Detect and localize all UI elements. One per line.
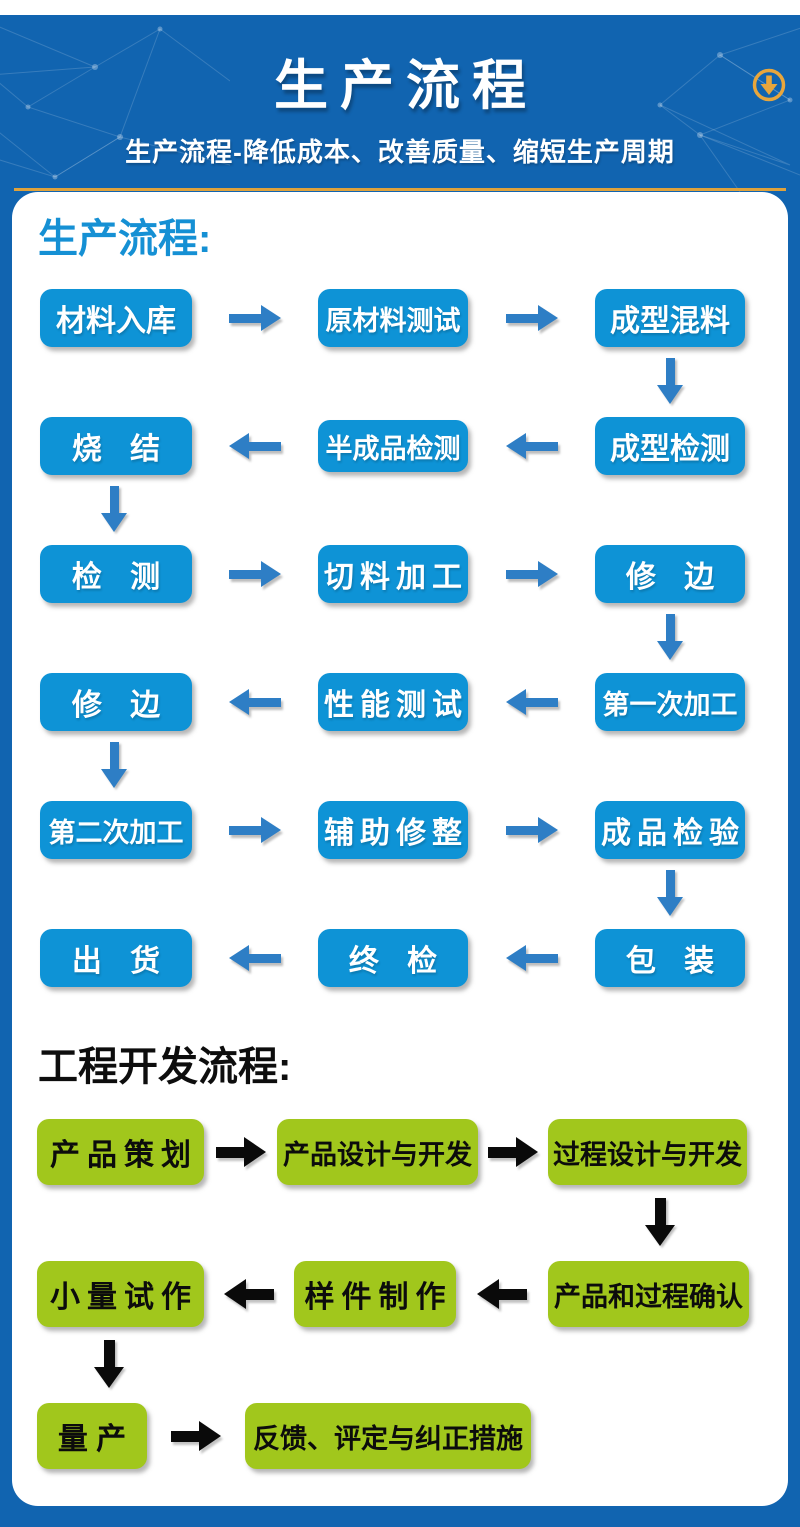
flow-row: 烧 结 半成品检测 成型检测: [40, 416, 788, 476]
flow-step-box: 终 检: [318, 929, 468, 987]
footer-bar: [0, 1506, 800, 1527]
flow-step-box: 辅助修整: [318, 801, 468, 859]
arrow-right-icon: [229, 817, 281, 843]
scroll-down-icon[interactable]: [751, 67, 787, 103]
arrow-left-icon: [224, 1279, 274, 1309]
flow-row: 小量试作 样件制作 产品和过程确认: [37, 1260, 788, 1328]
engineering-flow-heading: 工程开发流程:: [38, 1045, 292, 1089]
flow-step-box: 原材料测试: [318, 289, 468, 347]
arrow-left-icon: [505, 945, 558, 971]
arrow-left-icon: [505, 433, 558, 459]
flow-step-box: 成型检测: [595, 417, 745, 475]
flow-step-box: 第二次加工: [40, 801, 192, 859]
production-flow-heading: 生产流程:: [38, 217, 212, 261]
flow-step-box: 反馈、评定与纠正措施: [245, 1403, 531, 1469]
content-panel: 生产流程: 材料入库 原材料测试 成型混料 烧 结 半成品检测 成型检测 检 测: [12, 192, 788, 1506]
arrow-down-icon: [645, 1198, 675, 1248]
flow-step-box: 性能测试: [318, 673, 468, 731]
flow-row: 修 边 性能测试 第一次加工: [40, 672, 788, 732]
arrow-left-icon: [229, 433, 281, 459]
arrow-down-icon: [101, 486, 127, 534]
flow-connector-row: [12, 358, 788, 406]
arrow-left-icon: [505, 689, 558, 715]
flow-connector-row: [12, 486, 788, 534]
flow-step-box: 出 货: [40, 929, 192, 987]
arrow-down-icon: [94, 1340, 124, 1390]
flow-connector-row: [12, 1340, 788, 1390]
arrow-down-icon: [101, 742, 127, 790]
arrow-down-icon: [657, 614, 683, 662]
arrow-down-icon: [657, 358, 683, 406]
arrow-right-icon: [505, 817, 558, 843]
arrow-right-icon: [505, 305, 558, 331]
flow-step-box: 量 产: [37, 1403, 147, 1469]
flow-step-box: 材料入库: [40, 289, 192, 347]
arrow-right-icon: [488, 1137, 538, 1167]
flow-step-box: 第一次加工: [595, 673, 745, 731]
flow-step-box: 包 装: [595, 929, 745, 987]
flow-connector-row: [12, 870, 788, 918]
flow-step-box: 检 测: [40, 545, 192, 603]
flow-connector-row: [12, 742, 788, 790]
flow-step-box: 产品策划: [37, 1119, 204, 1185]
top-white-strip: [0, 0, 800, 15]
arrow-left-icon: [229, 689, 281, 715]
page-title: 生产流程: [274, 56, 538, 116]
arrow-left-icon: [477, 1279, 527, 1309]
flow-step-box: 产品和过程确认: [548, 1261, 749, 1327]
arrow-right-icon: [171, 1421, 221, 1451]
flow-step-box: 切料加工: [318, 545, 468, 603]
flow-step-box: 小量试作: [37, 1261, 204, 1327]
flow-row: 产品策划 产品设计与开发 过程设计与开发: [37, 1118, 788, 1186]
header-banner: 生产流程 生产流程-降低成本、改善质量、缩短生产周期: [0, 15, 800, 192]
flow-step-box: 产品设计与开发: [277, 1119, 478, 1185]
arrow-right-icon: [215, 1137, 266, 1167]
page-subtitle: 生产流程-降低成本、改善质量、缩短生产周期: [125, 137, 675, 167]
flow-connector-row: [12, 614, 788, 662]
arrow-right-icon: [229, 305, 281, 331]
flow-step-box: 修 边: [595, 545, 745, 603]
flow-row: 出 货 终 检 包 装: [40, 928, 788, 988]
flow-step-box: 过程设计与开发: [548, 1119, 747, 1185]
arrow-right-icon: [505, 561, 558, 587]
flow-step-box: 样件制作: [294, 1261, 456, 1327]
arrow-left-icon: [229, 945, 281, 971]
arrow-right-icon: [229, 561, 281, 587]
gold-divider-line: [14, 188, 786, 191]
arrow-down-icon: [657, 870, 683, 918]
flow-step-box: 烧 结: [40, 417, 192, 475]
flow-connector-row: [12, 1198, 788, 1248]
flow-step-box: 成型混料: [595, 289, 745, 347]
flow-step-box: 成品检验: [595, 801, 745, 859]
flow-row: 检 测 切料加工 修 边: [40, 544, 788, 604]
flow-row: 第二次加工 辅助修整 成品检验: [40, 800, 788, 860]
flow-step-box: 修 边: [40, 673, 192, 731]
flow-row: 量 产 反馈、评定与纠正措施: [37, 1402, 788, 1470]
flow-row: 材料入库 原材料测试 成型混料: [40, 288, 788, 348]
flow-step-box: 半成品检测: [318, 420, 468, 472]
